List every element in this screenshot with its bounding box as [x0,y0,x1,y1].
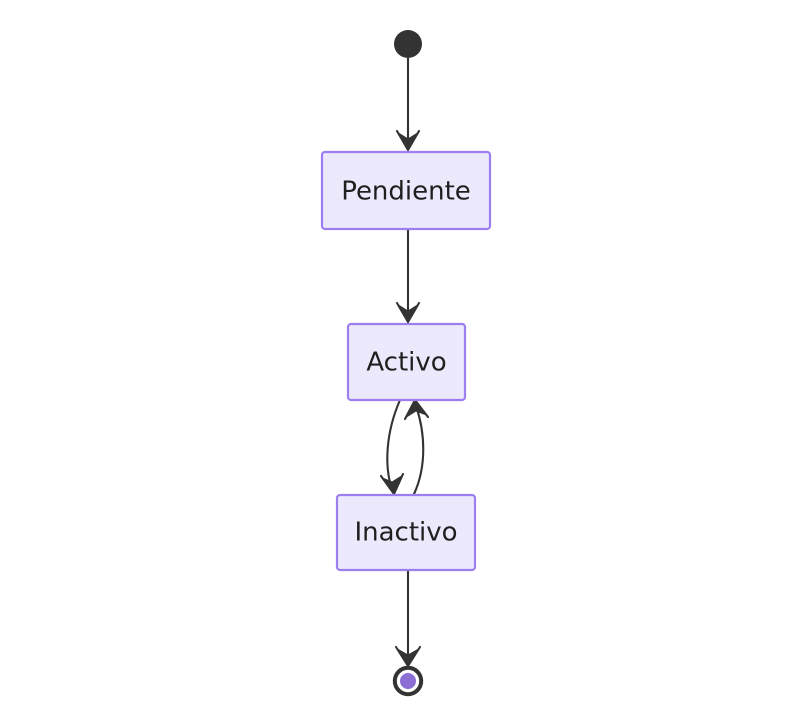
edge-inactivo-to-activo [403,398,430,496]
arrow-head-fill-icon [406,400,427,418]
edge-curve-activo-inactivo [386,398,402,491]
edge-start-to-pendiente [395,56,421,152]
arrow-head-fill-icon [382,475,402,494]
arrow-head-fill-icon [397,648,419,666]
state-label-activo: Activo [366,348,446,378]
end-state-inner-circle-icon [400,673,416,689]
state-label-pendiente: Pendiente [341,177,471,207]
state-node-activo[interactable]: Activo [346,322,467,402]
state-box-inactivo [335,493,477,572]
state-box-activo [346,322,467,402]
arrow-head-fill-icon [398,132,418,150]
arrow-head-fill-icon [398,304,418,322]
edge-activo-to-inactivo [379,398,405,496]
state-node-inactivo[interactable]: Inactivo [335,493,477,572]
start-state-node[interactable] [394,30,422,58]
edge-curve-inactivo-activo [412,404,425,496]
edge-inactivo-to-end [394,568,422,668]
start-state-circle-icon [394,30,422,58]
state-node-pendiente[interactable]: Pendiente [320,150,492,231]
state-label-inactivo: Inactivo [354,518,457,548]
edge-pendiente-to-activo [395,227,421,324]
state-box-pendiente [320,150,492,231]
end-state-node[interactable] [392,665,424,697]
